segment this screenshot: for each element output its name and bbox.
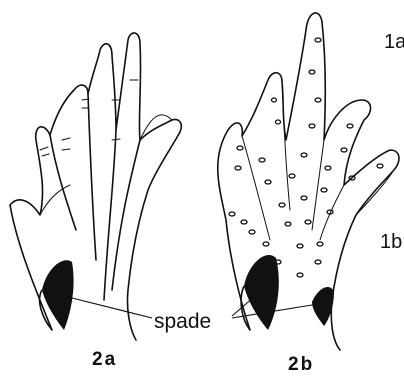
edge-label-1a: 1a bbox=[384, 31, 404, 53]
edge-label-1b: 1b bbox=[380, 231, 402, 253]
spade-2b-shape bbox=[244, 255, 279, 330]
spade-2a-shape bbox=[42, 260, 74, 330]
spade-label: spade bbox=[154, 310, 211, 333]
figure-2a-label: 2a bbox=[92, 349, 117, 370]
foot-2a-drawing bbox=[10, 33, 181, 340]
foot-2b-drawing bbox=[218, 13, 399, 350]
tubercles-2b bbox=[229, 38, 383, 277]
figure-2b-label: 2b bbox=[288, 354, 314, 375]
